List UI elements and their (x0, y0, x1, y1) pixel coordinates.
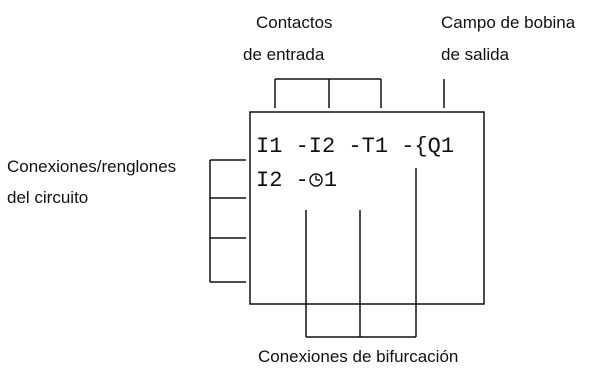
input-contacts-label-line2: de entrada (243, 45, 325, 64)
display-line-2: I2 - 1 (256, 168, 337, 194)
input-contacts-label-line1: Contactos (256, 13, 333, 32)
clock-icon (309, 173, 323, 187)
display-line-1: I1 -I2 -T1 -{Q1 (256, 134, 455, 159)
display-frame (249, 111, 485, 305)
coil-field-label-line2: de salida (441, 45, 510, 64)
display-line-2-prefix: I2 - (256, 168, 309, 193)
coil-field-label-line1: Campo de bobina (441, 13, 576, 32)
display-line-2-suffix: 1 (323, 168, 338, 193)
branch-connections-label: Conexiones de bifurcación (258, 347, 459, 366)
circuit-rungs-label-line2: del circuito (7, 188, 89, 207)
circuit-rungs-label-line1: Conexiones/renglones (7, 157, 177, 176)
